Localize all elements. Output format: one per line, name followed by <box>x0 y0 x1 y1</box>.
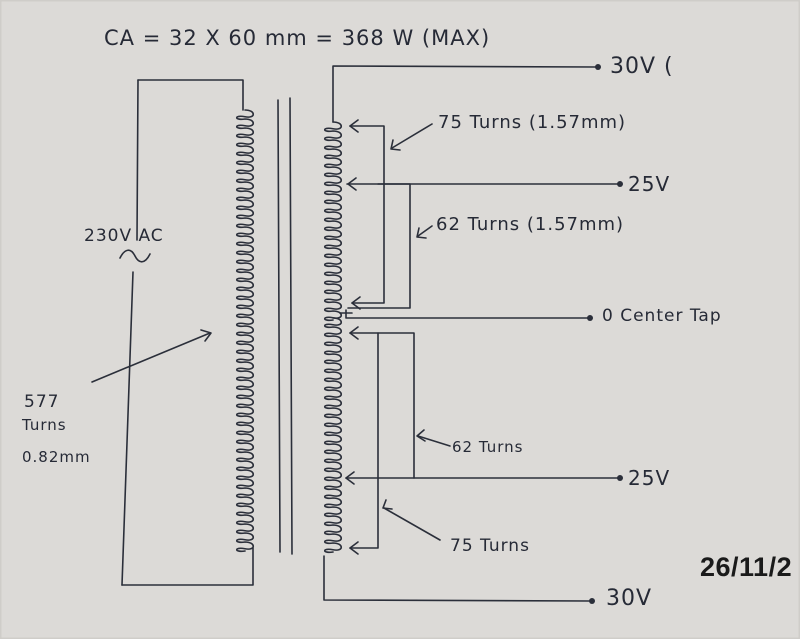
primary-bottom-wire <box>121 547 254 586</box>
terminal-center <box>587 315 593 321</box>
bracket-lower-62 <box>349 332 415 479</box>
label-30v-top: 30V ( <box>610 54 674 79</box>
primary-coil <box>235 109 255 553</box>
leader-62-lower <box>417 435 451 447</box>
secondary-upper-coil <box>323 121 343 322</box>
leader-62-upper <box>417 225 433 237</box>
bracket-top-75-arrow-a <box>349 119 359 133</box>
label-62-turns-upper: 62 Turns (1.57mm) <box>436 214 625 235</box>
secondary-bottom-wire <box>323 555 591 602</box>
date-stamp: 26/11/2 <box>700 552 793 582</box>
terminal-30v-bottom <box>589 598 595 604</box>
leader-62-upper-head <box>416 227 427 239</box>
lower-tap-arrow <box>345 471 355 485</box>
terminal-25v-upper <box>617 181 623 187</box>
leader-62-lower-head <box>416 429 426 442</box>
leader-75-top <box>391 123 433 149</box>
label-25v-lower: 25V <box>628 466 671 490</box>
terminal-25v-lower <box>617 475 623 481</box>
primary-voltage-label: 230V AC <box>84 226 164 246</box>
primary-left-wire-lower <box>121 271 134 586</box>
label-62-turns-lower: 62 Turns <box>452 438 524 456</box>
primary-left-wire-upper <box>136 79 139 241</box>
bracket-bottom-75-arrow <box>349 541 359 555</box>
terminal-30v-top <box>595 64 601 70</box>
leader-75-bottom-head <box>382 499 393 510</box>
primary-top-wire <box>137 79 244 111</box>
upper-tap-arrow <box>347 177 357 191</box>
leader-577-head <box>200 329 212 342</box>
bracket-top-75-arrow-b <box>351 296 361 310</box>
label-30v-bottom: 30V <box>606 586 653 611</box>
ac-symbol <box>119 249 151 263</box>
primary-turns-word: Turns <box>22 416 67 434</box>
primary-turns-count: 577 <box>24 392 60 412</box>
bracket-upper-62 <box>347 183 411 309</box>
core-area-header: CA = 32 X 60 mm = 368 W (MAX) <box>104 26 491 50</box>
label-75-turns-bottom: 75 Turns <box>450 536 530 556</box>
leader-75-bottom <box>383 507 441 541</box>
label-center-tap: 0 Center Tap <box>602 306 722 326</box>
secondary-lower-coil <box>323 317 343 554</box>
secondary-top-wire <box>332 65 597 123</box>
label-75-turns-top: 75 Turns (1.57mm) <box>438 112 627 133</box>
bracket-lower-62-arrow <box>349 326 359 340</box>
label-25v-upper: 25V <box>628 172 671 196</box>
leader-577 <box>91 332 211 383</box>
bracket-bottom-75 <box>349 332 379 549</box>
core-line-right <box>289 97 293 555</box>
bracket-top-75 <box>349 125 385 304</box>
leader-75-top-head <box>390 139 401 151</box>
primary-wire-gauge: 0.82mm <box>22 448 91 466</box>
core-line-left <box>277 99 281 553</box>
